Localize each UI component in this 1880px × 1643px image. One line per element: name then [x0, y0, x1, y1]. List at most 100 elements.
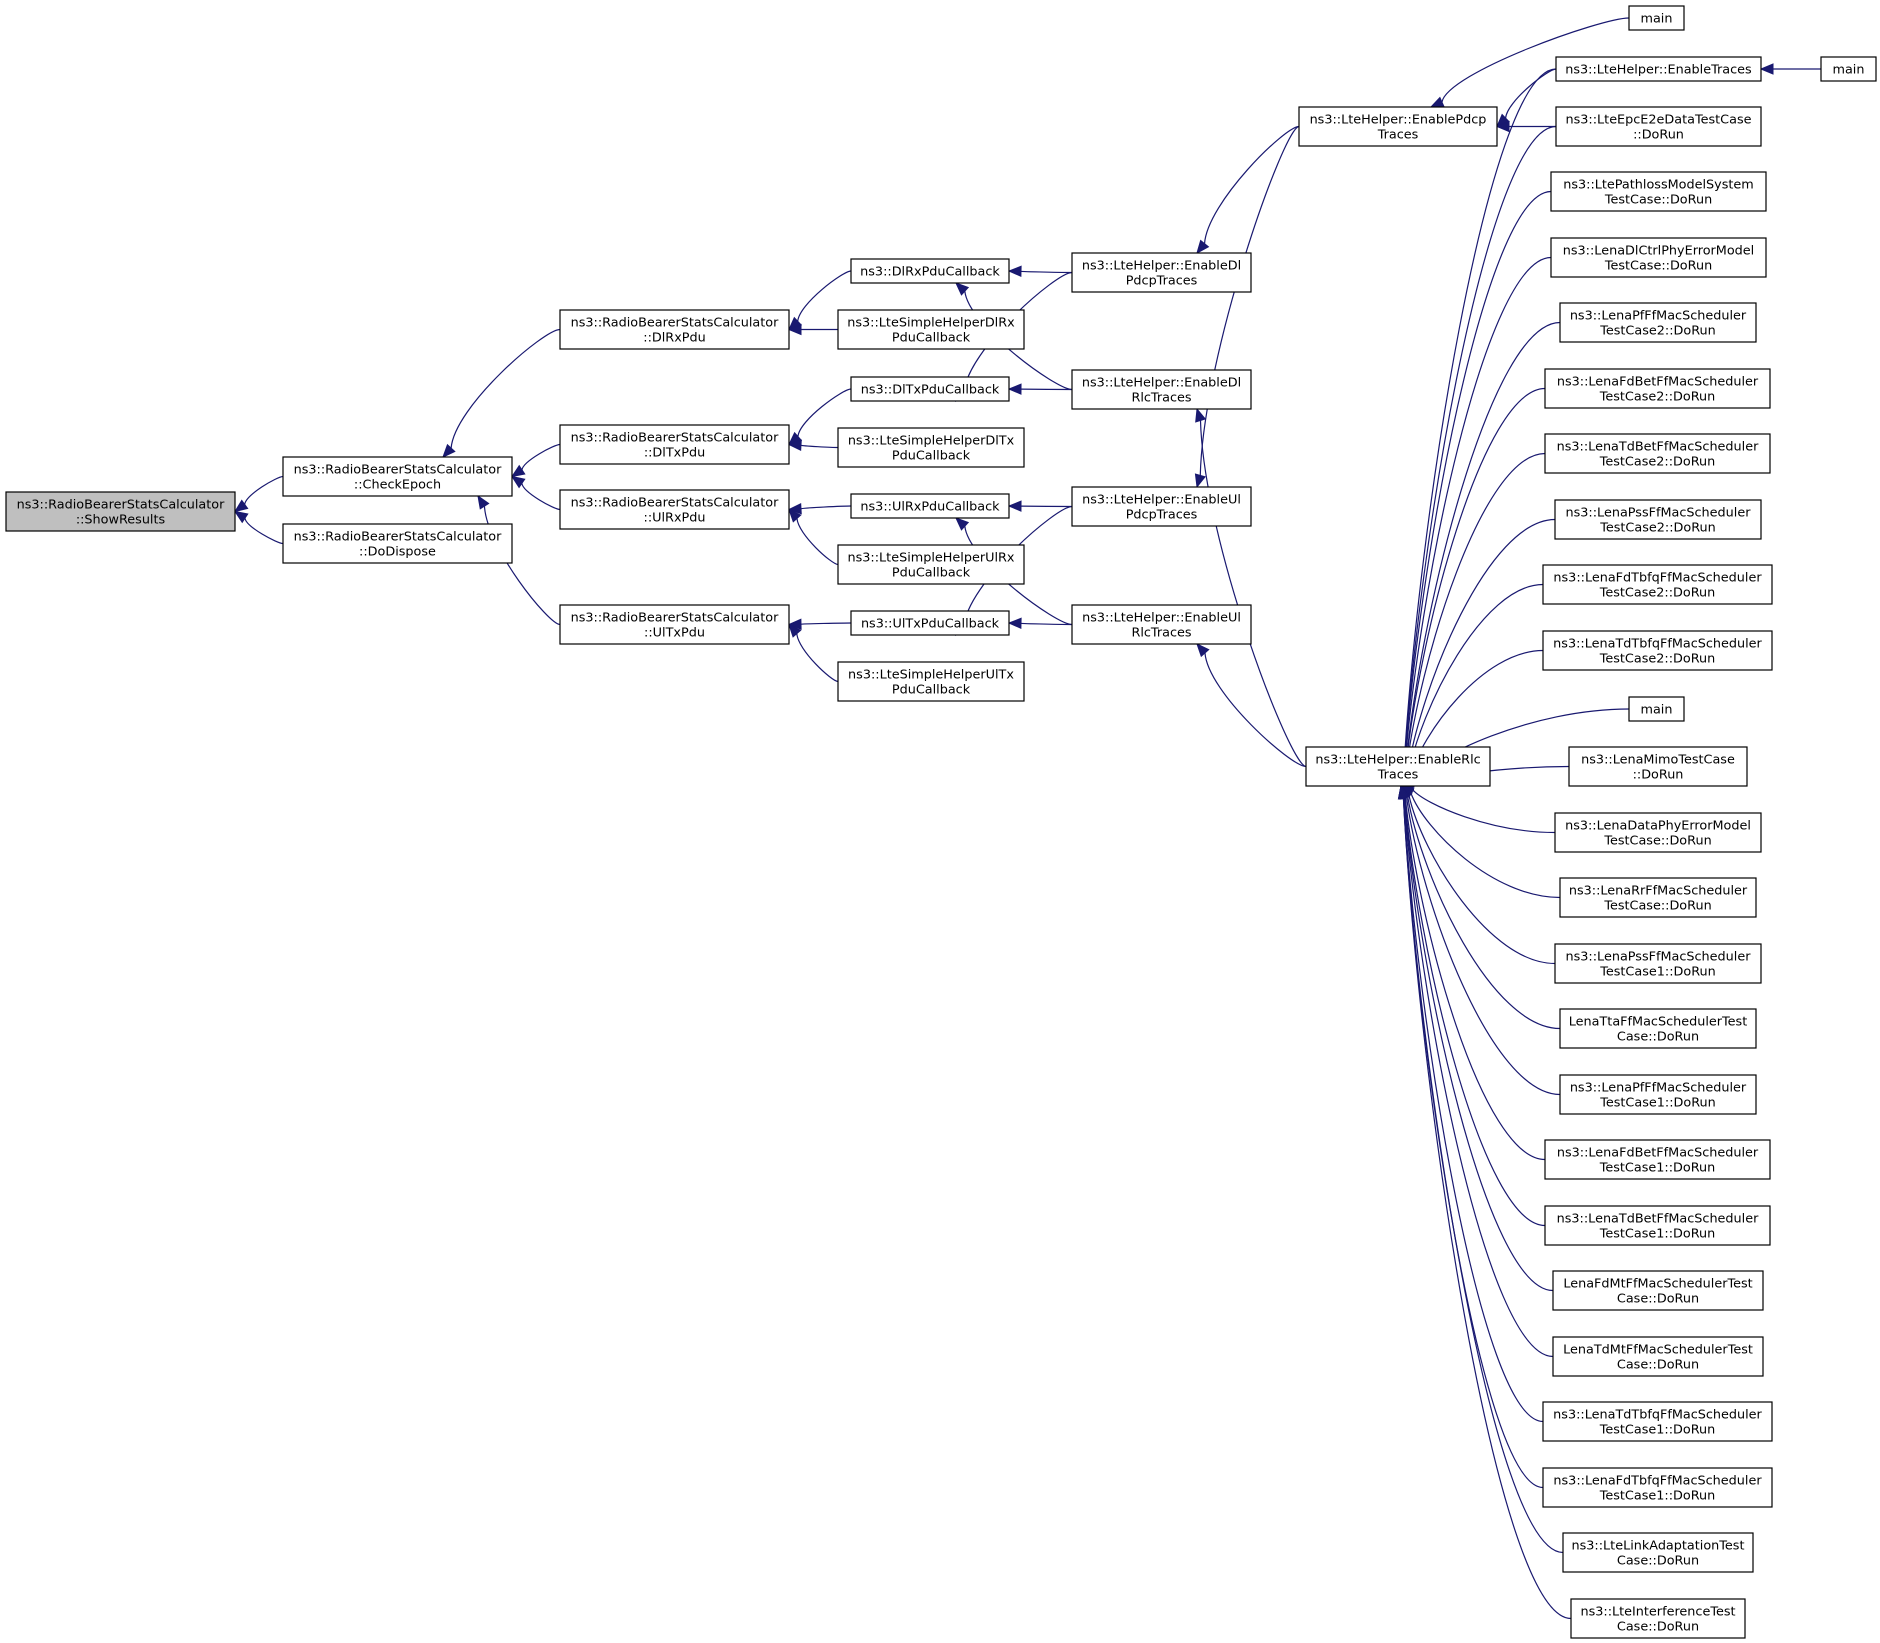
node-box [1552, 1270, 1764, 1311]
call-edge-n44-to-n20 [1403, 797, 1544, 1423]
graph-node[interactable]: ns3::LenaMimoTestCase::DoRun [1568, 746, 1748, 787]
node-label-line: TestCase1::DoRun [1599, 1096, 1716, 1111]
graph-root-node: ns3::RadioBearerStatsCalculator::ShowRes… [5, 491, 236, 532]
graph-node[interactable]: ns3::UlTxPduCallback [850, 610, 1010, 636]
node-label-line: RlcTraces [1131, 626, 1191, 641]
node-label-line: TestCase::DoRun [1603, 834, 1711, 849]
graph-node[interactable]: ns3::RadioBearerStatsCalculator::DlTxPdu [559, 424, 790, 465]
node-label-line: Case::DoRun [1617, 1620, 1699, 1635]
call-edge-arrowhead [787, 618, 802, 630]
node-box [559, 604, 790, 645]
graph-node[interactable]: ns3::RadioBearerStatsCalculator::DoDispo… [282, 523, 513, 564]
graph-node[interactable]: main [1628, 696, 1685, 722]
node-label-line: ns3::LteHelper::EnableDl [1082, 259, 1241, 274]
call-edge-n20-to-n16 [1199, 420, 1307, 768]
graph-node[interactable]: ns3::LteEpcE2eDataTestCase::DoRun [1555, 106, 1762, 147]
node-label-line: ns3::LenaRrFfMacScheduler [1569, 884, 1748, 899]
graph-node[interactable]: ns3::LenaDataPhyErrorModelTestCase::DoRu… [1554, 812, 1762, 853]
call-edge-n18-to-n13 [1020, 622, 1073, 626]
call-edge-n22-to-n19 [1504, 68, 1557, 119]
graph-node[interactable]: ns3::DlTxPduCallback [850, 376, 1010, 402]
node-label-line: ns3::LteInterferenceTest [1580, 1605, 1735, 1620]
graph-node[interactable]: main [1628, 5, 1685, 31]
node-label-line: LenaTtaFfMacSchedulerTest [1569, 1015, 1747, 1030]
call-edge-n35-to-n20 [1412, 789, 1556, 834]
graph-node[interactable]: ns3::LtePathlossModelSystemTestCase::DoR… [1550, 171, 1767, 212]
node-box [1552, 1336, 1764, 1377]
node-box [1542, 564, 1773, 605]
graph-node[interactable]: ns3::UlRxPduCallback [850, 493, 1010, 519]
graph-node[interactable]: ns3::LteHelper::EnableTraces [1555, 56, 1762, 82]
graph-node[interactable]: ns3::DlRxPduCallback [850, 258, 1010, 284]
node-label-line: TestCase2::DoRun [1599, 652, 1716, 667]
node-label-line: ns3::LteHelper::EnableUl [1082, 611, 1241, 626]
graph-node[interactable]: ns3::RadioBearerStatsCalculator::DlRxPdu [559, 309, 790, 350]
graph-node[interactable]: ns3::LenaFdBetFfMacSchedulerTestCase2::D… [1544, 368, 1771, 409]
graph-node[interactable]: ns3::RadioBearerStatsCalculator::CheckEp… [282, 456, 513, 497]
graph-node[interactable]: ns3::LenaPfFfMacSchedulerTestCase1::DoRu… [1559, 1074, 1757, 1115]
graph-node[interactable]: main [1820, 56, 1877, 82]
graph-node[interactable]: ns3::LenaPfFfMacSchedulerTestCase2::DoRu… [1559, 302, 1757, 343]
graph-node[interactable]: ns3::LenaTdBetFfMacSchedulerTestCase2::D… [1544, 433, 1771, 474]
node-label-line: LenaTdMtFfMacSchedulerTest [1563, 1343, 1753, 1358]
graph-node[interactable]: ns3::LenaFdTbfqFfMacSchedulerTestCase2::… [1542, 564, 1773, 605]
node-box [850, 258, 1010, 284]
graph-node[interactable]: ns3::RadioBearerStatsCalculator::UlRxPdu [559, 489, 790, 530]
graph-node[interactable]: ns3::LenaTdTbfqFfMacSchedulerTestCase1::… [1542, 1401, 1773, 1442]
call-edge-arrowhead [233, 510, 249, 524]
node-box [282, 523, 513, 564]
node-label-line: ns3::LenaPfFfMacScheduler [1570, 309, 1747, 324]
node-box [837, 309, 1025, 350]
node-label-line: ns3::LteLinkAdaptationTest [1572, 1539, 1745, 1554]
graph-node[interactable]: ns3::LenaFdTbfqFfMacSchedulerTestCase1::… [1542, 1467, 1773, 1508]
node-box [1555, 106, 1762, 147]
node-box [1550, 171, 1767, 212]
call-edge-arrowhead [788, 508, 802, 523]
call-edge-n10-to-n4 [800, 444, 839, 449]
node-label-line: Case::DoRun [1617, 1292, 1699, 1307]
call-edge-n11-to-n5 [800, 505, 852, 510]
call-edge-n13-to-n6 [800, 622, 852, 625]
graph-node[interactable]: ns3::LenaDlCtrlPhyErrorModelTestCase::Do… [1550, 237, 1767, 278]
node-label-line: Traces [1377, 128, 1419, 143]
node-box [1550, 237, 1767, 278]
node-box [1570, 1598, 1746, 1639]
call-edge-arrowhead [787, 439, 802, 452]
graph-node[interactable]: ns3::RadioBearerStatsCalculator::UlTxPdu [559, 604, 790, 645]
node-label-line: ::DoDispose [359, 545, 436, 560]
graph-node[interactable]: ns3::LenaPssFfMacSchedulerTestCase1::DoR… [1554, 943, 1762, 984]
node-box [1542, 1401, 1773, 1442]
node-label-line: ns3::DlRxPduCallback [860, 265, 1000, 280]
graph-node[interactable]: ns3::LenaTdBetFfMacSchedulerTestCase1::D… [1544, 1205, 1771, 1246]
node-label-line: ns3::RadioBearerStatsCalculator [17, 498, 226, 513]
graph-node[interactable]: ns3::LenaTdTbfqFfMacSchedulerTestCase2::… [1542, 630, 1773, 671]
call-edge-arrowhead [1759, 63, 1774, 75]
node-label-line: ns3::LenaTdTbfqFfMacScheduler [1553, 1408, 1762, 1423]
node-label-line: ns3::RadioBearerStatsCalculator [571, 496, 780, 511]
call-edge-n25-to-n20 [1403, 190, 1552, 775]
node-label-line: TestCase2::DoRun [1599, 390, 1716, 405]
node-label-line: TestCase::DoRun [1604, 193, 1712, 208]
node-label-line: ns3::LteHelper::EnableTraces [1565, 63, 1752, 78]
call-edge-n3-to-n1 [450, 328, 561, 449]
node-label-line: ns3::LenaFdBetFfMacScheduler [1557, 1146, 1759, 1161]
node-label-line: ns3::LenaDlCtrlPhyErrorModel [1563, 244, 1754, 259]
graph-node[interactable]: ns3::LenaFdBetFfMacSchedulerTestCase1::D… [1544, 1139, 1771, 1180]
graph-node[interactable]: ns3::LenaPssFfMacSchedulerTestCase2::DoR… [1554, 499, 1762, 540]
